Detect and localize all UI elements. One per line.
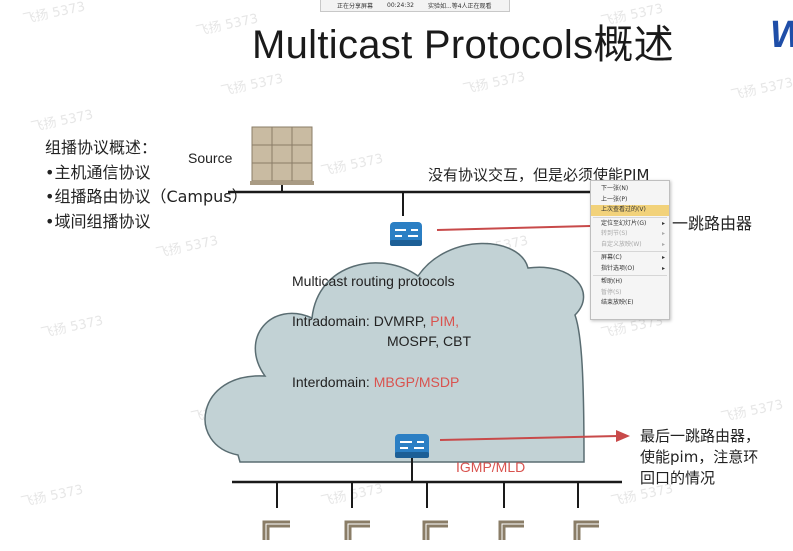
menu-item-pause: 暂停(S): [601, 288, 622, 296]
summary-item: •主机通信协议: [45, 162, 151, 182]
multicast-cloud: [204, 242, 585, 463]
router-icon: [395, 434, 429, 458]
igmp-mld-label: IGMP/MLD: [456, 459, 526, 475]
slideshow-context-menu: 下一张(N) 上一张(P) 上次查看过的(V) 定位至幻灯片(G)▸ 转到节(S…: [590, 180, 670, 320]
menu-item-screen[interactable]: 屏幕(C)▸: [591, 253, 669, 264]
logo: W: [770, 14, 793, 57]
arrow-line: [436, 225, 591, 231]
interdomain-value: MBGP/MSDP: [373, 374, 460, 390]
interdomain-line: Interdomain: MBGP/MSDP: [292, 374, 459, 390]
host-icon: [262, 520, 290, 540]
share-status: 正在分享屏幕: [337, 3, 374, 10]
summary-item: •组播路由协议（Campus）: [45, 187, 248, 206]
host-icon: [573, 520, 599, 540]
intradomain-line2: MOSPF, CBT: [387, 333, 472, 349]
intradomain-label: Intradomain: DVMRP,: [292, 313, 431, 329]
last-hop-note-line: 最后一跳路由器，: [640, 427, 761, 445]
menu-item-go-to-section: 转到节(S)▸: [591, 229, 669, 240]
summary-heading: 组播协议概述：: [45, 138, 158, 157]
host-icon: [344, 520, 370, 540]
intradomain-pim: PIM,: [430, 313, 460, 329]
host-icon: [498, 520, 524, 540]
submenu-arrow-icon: ▸: [661, 254, 665, 261]
no-protocol-note: 没有协议交互，但是必须使能PIM: [428, 166, 650, 184]
submenu-arrow-icon: ▸: [661, 219, 665, 227]
menu-separator: [593, 251, 667, 252]
menu-item-pointer-options[interactable]: 指针选项(O)▸: [591, 264, 669, 275]
menu-item-end-show[interactable]: 结束放映(E): [601, 299, 634, 306]
router-icon: [390, 222, 422, 246]
menu-separator: [593, 216, 667, 218]
host-icon: [422, 520, 448, 540]
last-hop-note-line: 使能pim，注意环: [640, 448, 759, 466]
intradomain-line: Intradomain: DVMRP, PIM,: [292, 313, 459, 329]
share-time: 00:24:32: [387, 2, 414, 9]
source-server-icon: [250, 126, 314, 185]
menu-item-last-viewed[interactable]: 上次查看过的(V): [591, 205, 669, 216]
share-participants: 实验如...等4人正在观看: [427, 3, 492, 10]
submenu-arrow-icon: ▸: [661, 230, 665, 237]
submenu-arrow-icon: ▸: [661, 240, 665, 248]
menu-item-next[interactable]: 下一张(N): [601, 185, 629, 192]
screen-share-bar: 正在分享屏幕 00:24:32 实验如...等4人正在观看: [320, 0, 510, 12]
slide-title: Multicast Protocols概述: [252, 23, 674, 67]
last-hop-note-line: 回口的情况: [640, 469, 716, 487]
last-hop-note: 最后一跳路由器， 使能pim，注意环 回口的情况: [640, 426, 760, 489]
menu-item-help[interactable]: 帮助(H): [601, 278, 623, 285]
menu-item-custom-show: 自定义放映(W)▸: [591, 240, 669, 251]
protocol-summary: 组播协议概述： •主机通信协议 •组播路由协议（Campus） •域间组播协议: [45, 136, 248, 234]
arrow-head-icon: [616, 430, 630, 442]
arrow-line: [439, 435, 619, 441]
menu-item-go-to-slide[interactable]: 定位至幻灯片(G)▸: [591, 219, 669, 230]
cloud-heading: Multicast routing protocols: [292, 273, 455, 289]
menu-item-previous[interactable]: 上一张(P): [601, 195, 628, 203]
submenu-arrow-icon: ▸: [661, 264, 665, 272]
interdomain-label: Interdomain:: [292, 374, 374, 390]
source-label: Source: [188, 150, 233, 166]
menu-separator: [593, 275, 667, 276]
first-hop-router-label: 一跳路由器: [672, 214, 753, 233]
summary-item: •域间组播协议: [45, 211, 151, 231]
